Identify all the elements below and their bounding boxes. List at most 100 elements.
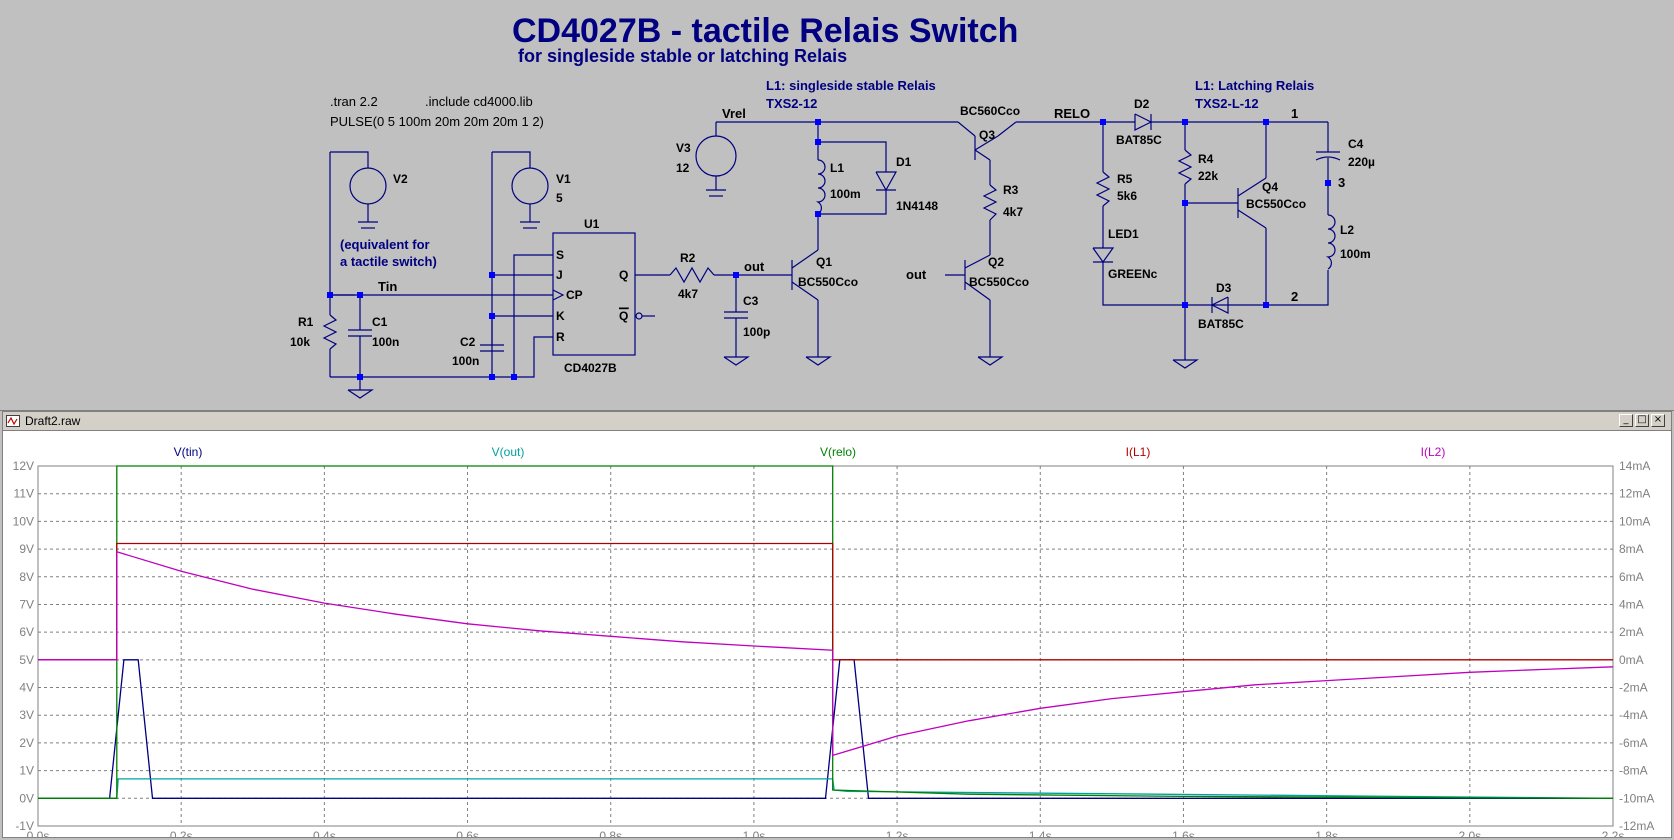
- y-left-tick-label: 8V: [19, 570, 34, 584]
- close-button[interactable]: ×: [1651, 414, 1665, 427]
- legend-entry[interactable]: I(L1): [1126, 445, 1151, 459]
- d3-label[interactable]: D3: [1216, 281, 1232, 295]
- y-right-tick-label: 14mA: [1619, 459, 1650, 473]
- q4-label[interactable]: Q4: [1262, 180, 1278, 194]
- net-vrel: Vrel: [722, 106, 746, 121]
- restore-button[interactable]: □: [1635, 414, 1649, 427]
- d1-part[interactable]: 1N4148: [896, 199, 938, 213]
- y-right-tick-label: 2mA: [1619, 625, 1644, 639]
- net-tin: Tin: [378, 279, 397, 294]
- d2-part[interactable]: BAT85C: [1116, 133, 1162, 147]
- y-left-tick-label: 2V: [19, 736, 34, 750]
- u1-part[interactable]: CD4027B: [564, 361, 617, 375]
- c4-value[interactable]: 220µ: [1348, 155, 1375, 169]
- y-left-tick-label: 0V: [19, 791, 34, 805]
- y-left-tick-label: 4V: [19, 681, 34, 695]
- q1-label[interactable]: Q1: [816, 255, 832, 269]
- c4-label[interactable]: C4: [1348, 137, 1364, 151]
- include-directive[interactable]: .include cd4000.lib: [425, 94, 533, 109]
- plot-area: [37, 465, 1614, 827]
- y-right-tick-label: -2mA: [1619, 681, 1648, 695]
- d1-label[interactable]: D1: [896, 155, 912, 169]
- led1-part[interactable]: GREENc: [1108, 267, 1158, 281]
- q4-part[interactable]: BC550Cco: [1246, 197, 1306, 211]
- x-tick-label: 0.4s: [313, 829, 336, 837]
- net-1: 1: [1291, 106, 1298, 121]
- y-right-tick-label: -4mA: [1619, 708, 1648, 722]
- waveform-titlebar[interactable]: Draft2.raw _ □ ×: [3, 412, 1671, 431]
- v2-label[interactable]: V2: [393, 172, 408, 186]
- y-left-tick-label: 11V: [14, 487, 34, 501]
- y-right-tick-label: 8mA: [1619, 542, 1644, 556]
- q3-label[interactable]: Q3: [979, 128, 995, 142]
- q1-part[interactable]: BC550Cco: [798, 275, 858, 289]
- tran-directive[interactable]: .tran 2.2: [330, 94, 378, 109]
- y-right-tick-label: -6mA: [1619, 736, 1648, 750]
- r5-value[interactable]: 5k6: [1117, 189, 1137, 203]
- y-left-tick-label: 9V: [19, 542, 34, 556]
- x-tick-label: 1.6s: [1172, 829, 1195, 837]
- y-left-tick-label: 3V: [19, 708, 34, 722]
- pin-q: Q: [619, 268, 628, 282]
- c1-label[interactable]: C1: [372, 315, 388, 329]
- x-tick-label: 2.2s: [1602, 829, 1625, 837]
- q2-part[interactable]: BC550Cco: [969, 275, 1029, 289]
- waveform-window-icon: [6, 415, 20, 427]
- schematic-editor[interactable]: CD4027B - tactile Relais Switch for sing…: [0, 0, 1674, 411]
- r4-value[interactable]: 22k: [1198, 169, 1218, 183]
- legend-entry[interactable]: V(out): [492, 445, 525, 459]
- r1-label[interactable]: R1: [298, 315, 314, 329]
- y-right-tick-label: 4mA: [1619, 597, 1644, 611]
- y-right-tick-label: 10mA: [1619, 514, 1650, 528]
- u1-label[interactable]: U1: [584, 217, 600, 231]
- d2-label[interactable]: D2: [1134, 97, 1150, 111]
- r2-label[interactable]: R2: [680, 251, 696, 265]
- y-left-tick-label: 6V: [19, 625, 34, 639]
- net-out: out: [744, 259, 765, 274]
- r3-label[interactable]: R3: [1003, 183, 1019, 197]
- l1-label[interactable]: L1: [830, 161, 844, 175]
- x-tick-label: 0.6s: [456, 829, 479, 837]
- v1-label[interactable]: V1: [556, 172, 571, 186]
- net-out-q2: out: [906, 267, 927, 282]
- legend-entry[interactable]: V(relo): [820, 445, 856, 459]
- y-left-tick-label: 10V: [13, 514, 34, 528]
- pin-r: R: [556, 330, 565, 344]
- pin-s: S: [556, 248, 564, 262]
- c2-value[interactable]: 100n: [452, 354, 479, 368]
- c2-label[interactable]: C2: [460, 335, 476, 349]
- c3-label[interactable]: C3: [743, 294, 759, 308]
- r3-value[interactable]: 4k7: [1003, 205, 1023, 219]
- pin-k: K: [556, 309, 565, 323]
- v1-value[interactable]: 5: [556, 191, 563, 205]
- y-right-tick-label: 0mA: [1619, 653, 1644, 667]
- v3-label[interactable]: V3: [676, 141, 691, 155]
- x-tick-label: 0.2s: [170, 829, 193, 837]
- c1-value[interactable]: 100n: [372, 335, 399, 349]
- q3-part[interactable]: BC560Cco: [960, 104, 1020, 118]
- led1-label[interactable]: LED1: [1108, 227, 1139, 241]
- l1-stable-part: TXS2-12: [766, 96, 817, 111]
- r5-label[interactable]: R5: [1117, 172, 1133, 186]
- v3-value[interactable]: 12: [676, 161, 690, 175]
- pin-qbar: Q: [619, 309, 628, 323]
- d3-part[interactable]: BAT85C: [1198, 317, 1244, 331]
- r4-label[interactable]: R4: [1198, 152, 1214, 166]
- l2-value[interactable]: 100m: [1340, 247, 1371, 261]
- legend-entry[interactable]: V(tin): [174, 445, 203, 459]
- q2-label[interactable]: Q2: [988, 255, 1004, 269]
- pulse-directive[interactable]: PULSE(0 5 100m 20m 20m 20m 1 2): [330, 114, 544, 129]
- r1-value[interactable]: 10k: [290, 335, 310, 349]
- legend-entry[interactable]: I(L2): [1421, 445, 1446, 459]
- net-3: 3: [1338, 175, 1345, 190]
- x-tick-label: 1.8s: [1315, 829, 1338, 837]
- l1-value[interactable]: 100m: [830, 187, 861, 201]
- l2-label[interactable]: L2: [1340, 223, 1354, 237]
- r2-value[interactable]: 4k7: [678, 287, 698, 301]
- c3-value[interactable]: 100p: [743, 325, 770, 339]
- minimize-button[interactable]: _: [1619, 414, 1633, 427]
- l1-stable-note: L1: singleside stable Relais: [766, 78, 936, 93]
- l1-latch-part: TXS2-L-12: [1195, 96, 1259, 111]
